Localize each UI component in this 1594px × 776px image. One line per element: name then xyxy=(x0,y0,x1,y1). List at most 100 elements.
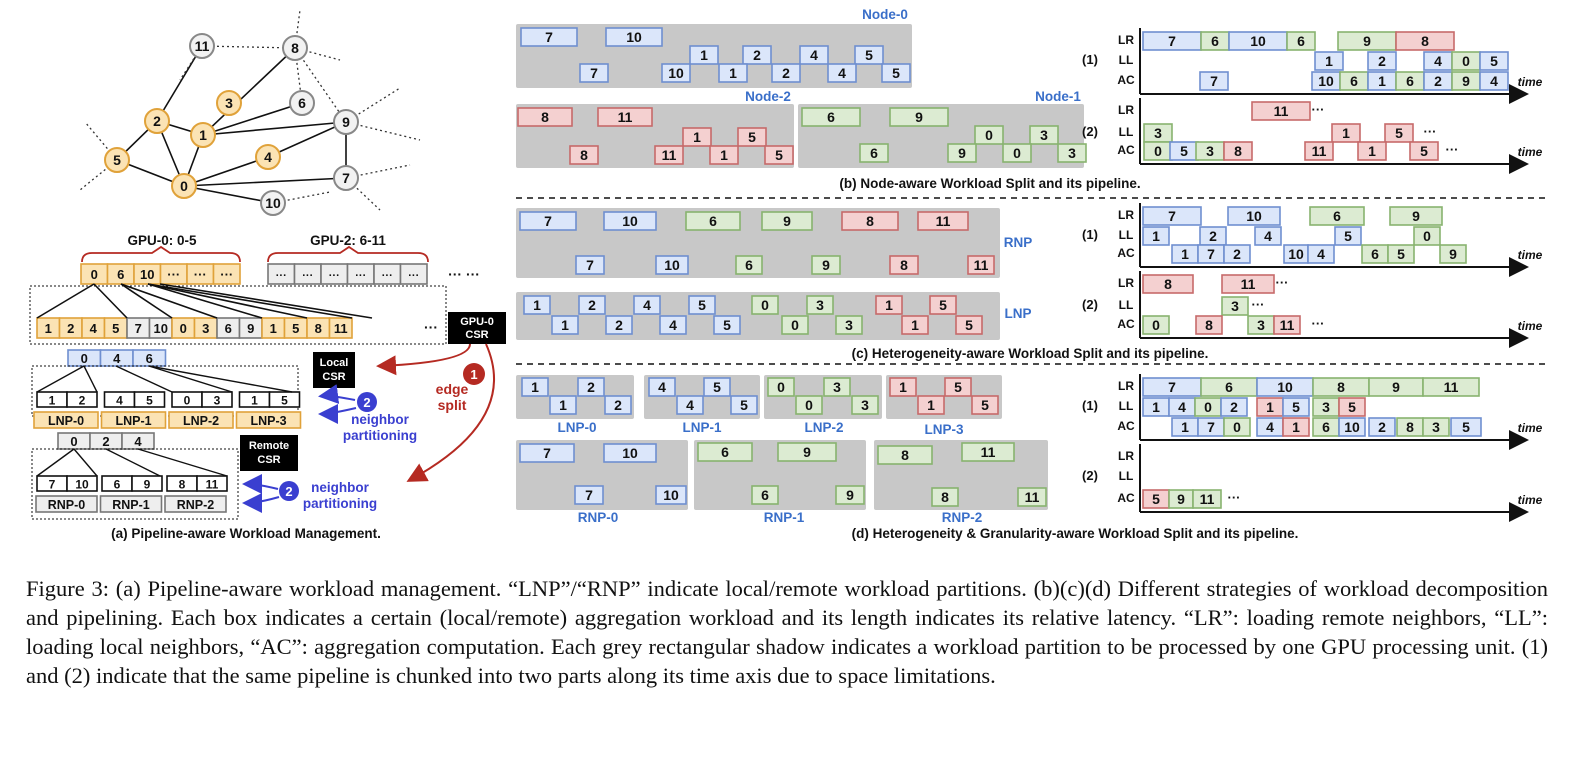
node-circle xyxy=(216,90,242,116)
box-rect xyxy=(577,377,605,397)
time-label: time xyxy=(1518,75,1543,89)
row-ptr-remote-cell: ··· xyxy=(267,263,296,285)
pointer-line xyxy=(36,365,85,393)
box-label: 8 xyxy=(1205,317,1213,333)
workload-4: 4 xyxy=(827,63,857,83)
lnp3-label: LNP-3 xyxy=(924,422,963,437)
caption-d: (d) Heterogeneity & Granularity-aware Wo… xyxy=(852,526,1299,541)
box-label: ··· xyxy=(276,270,287,282)
local-edge-cell: 1 xyxy=(36,391,68,408)
lnp-label: LNP xyxy=(1005,306,1032,321)
box-rect xyxy=(1286,31,1316,51)
box-rect xyxy=(633,295,661,315)
lnp0-label: LNP-0 xyxy=(557,420,596,435)
workload-2: 2 xyxy=(604,395,632,415)
rnp1-label: RNP-1 xyxy=(764,510,805,525)
box-label: 6 xyxy=(1322,419,1330,435)
box-label: 1 xyxy=(1181,419,1189,435)
box-rect xyxy=(661,63,691,83)
box-label: 1 xyxy=(1152,399,1160,415)
pipeline-workload: 2 xyxy=(1368,417,1396,437)
box-rect xyxy=(523,295,551,315)
box-label: 4 xyxy=(686,397,694,413)
box-label: 9 xyxy=(1392,379,1400,395)
box-rect xyxy=(66,475,98,492)
pipeline-workload: 7 xyxy=(1197,244,1225,264)
box-rect xyxy=(517,107,573,127)
box-label: 10 xyxy=(1250,33,1266,49)
pipeline-workload: 4 xyxy=(1479,71,1509,91)
workload-8: 8 xyxy=(889,255,919,275)
box-label: 7 xyxy=(1210,73,1218,89)
box-rect xyxy=(947,143,977,163)
box-label: 0 xyxy=(761,297,769,313)
workload-5: 5 xyxy=(703,377,731,397)
box-label: 2 xyxy=(1209,228,1217,244)
box-label: 11 xyxy=(206,478,219,492)
box-rect xyxy=(1304,141,1334,161)
row-label-ll: LL xyxy=(1119,228,1134,242)
box-label: 2 xyxy=(753,47,761,63)
box-label: 4 xyxy=(1317,246,1325,262)
step2b-badge xyxy=(279,481,299,501)
box-label: LNP-1 xyxy=(115,414,151,428)
workload-5: 5 xyxy=(713,315,741,335)
box-rect xyxy=(877,445,933,465)
graph-node-7: 7 xyxy=(333,165,359,191)
workload-0: 0 xyxy=(751,295,779,315)
edge-split-arrow-remote xyxy=(406,343,495,482)
pipeline-workload: 8 xyxy=(1195,315,1223,335)
gpu2-label: GPU-2: 6-11 xyxy=(310,233,386,248)
box-rect xyxy=(1338,417,1366,437)
box-rect xyxy=(1368,417,1396,437)
box-label: 10 xyxy=(1277,379,1293,395)
local-edge-cell: 2 xyxy=(66,391,98,408)
box-rect xyxy=(519,211,577,231)
edge-list-cell: 1 xyxy=(36,317,61,339)
box-label: 8 xyxy=(866,213,874,229)
box-label: 2 xyxy=(614,397,622,413)
box-rect xyxy=(1367,51,1397,71)
row-ptr-cell: ··· xyxy=(159,263,188,285)
box-rect xyxy=(718,63,748,83)
box-rect xyxy=(1384,123,1414,143)
workload-10: 10 xyxy=(661,63,691,83)
box-rect xyxy=(549,395,577,415)
pipeline-workload: 3 xyxy=(1221,296,1249,316)
workload-10: 10 xyxy=(605,27,663,47)
box-label: 4 xyxy=(643,297,651,313)
box-rect xyxy=(811,255,841,275)
box-label: 11 xyxy=(936,213,951,229)
box-label: 4 xyxy=(134,434,142,449)
box-label: 0 xyxy=(1204,399,1212,415)
box-label: 5 xyxy=(698,297,706,313)
box-rect xyxy=(1422,377,1480,397)
workload-6: 6 xyxy=(859,143,889,163)
workload-1: 1 xyxy=(523,295,551,315)
box-label: 6 xyxy=(1406,73,1414,89)
row-label-ac: AC xyxy=(1117,491,1135,505)
row-ptr-more: ··· ··· xyxy=(448,266,480,282)
box-label: 9 xyxy=(822,257,830,273)
step2b-number: 2 xyxy=(285,484,292,499)
pipeline-workload: 6 xyxy=(1200,31,1230,51)
workload-11: 11 xyxy=(967,255,995,275)
pipeline-workload: 3 xyxy=(1195,141,1225,161)
pointer-line xyxy=(93,283,128,319)
pipeline-workload: 6 xyxy=(1395,71,1425,91)
lnp1-label: LNP-1 xyxy=(682,420,721,435)
node-label: 8 xyxy=(291,40,299,56)
gpu0-csr-badge xyxy=(448,312,506,344)
box-label: 1 xyxy=(927,397,935,413)
remote-edge-cell: 6 xyxy=(101,475,133,492)
node-label: 7 xyxy=(342,170,350,186)
workload-3: 3 xyxy=(806,295,834,315)
time-label: time xyxy=(1518,248,1543,262)
row-label-ac: AC xyxy=(1117,246,1135,260)
box-label: 7 xyxy=(1168,208,1176,224)
box-label: 1 xyxy=(559,397,567,413)
box-label: ··· xyxy=(382,270,393,282)
box-rect xyxy=(1273,315,1301,335)
